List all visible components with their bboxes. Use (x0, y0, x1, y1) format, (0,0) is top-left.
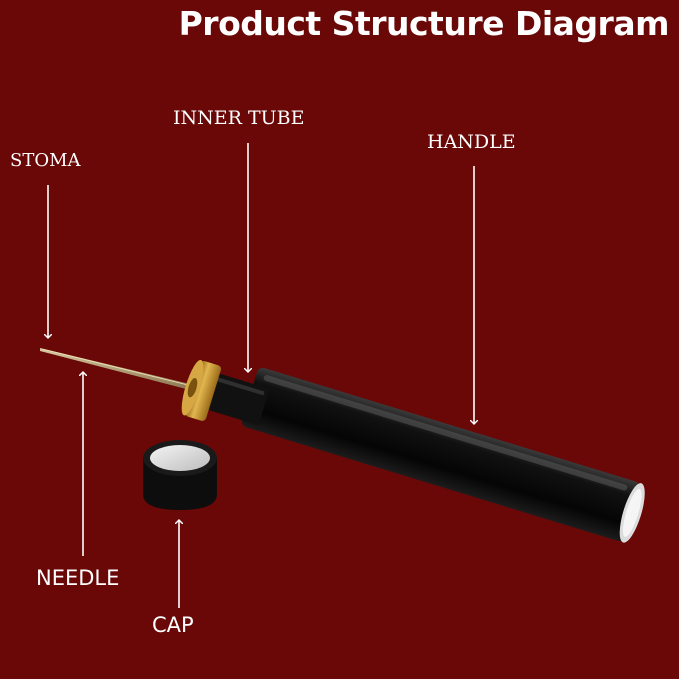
inner-tube-label: INNER TUBE (173, 107, 305, 129)
cap (143, 440, 217, 510)
stoma-label: STOMA (10, 150, 81, 171)
leader-lines (48, 143, 474, 608)
cap-label: CAP (152, 613, 194, 637)
inner-tube (199, 370, 270, 426)
handle (242, 367, 645, 543)
needle-label: NEEDLE (36, 566, 120, 590)
brass-ring (181, 359, 222, 421)
handle-label: HANDLE (427, 131, 516, 153)
diagram-title: Product Structure Diagram (178, 4, 670, 43)
needle (40, 348, 190, 390)
